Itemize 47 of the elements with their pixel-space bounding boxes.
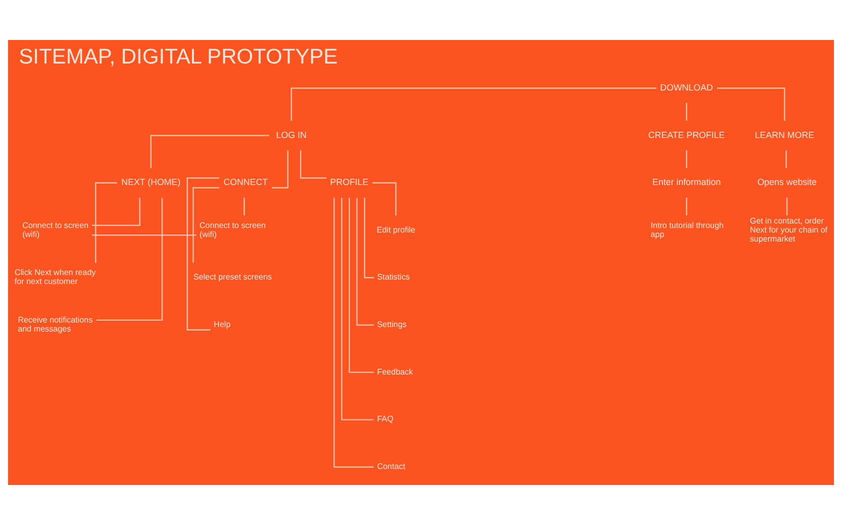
node-text: Settings xyxy=(377,320,407,329)
connector xyxy=(686,150,688,168)
node-text: FAQ xyxy=(377,414,394,424)
node-text: PROFILE xyxy=(330,176,369,187)
connector xyxy=(290,87,656,120)
node-text: Intro tutorial through app xyxy=(650,220,724,238)
node-text: LOG IN xyxy=(276,129,307,140)
connector xyxy=(348,197,374,372)
connector xyxy=(341,197,374,420)
node-text: Statistics xyxy=(377,272,410,282)
connector xyxy=(95,182,118,262)
connector xyxy=(192,186,220,262)
connector xyxy=(300,150,326,178)
connector xyxy=(372,182,396,216)
node-text: NEXT (HOME) xyxy=(121,176,181,187)
connector xyxy=(717,87,786,120)
connector xyxy=(96,197,163,320)
connector xyxy=(186,176,220,330)
node-text: Connect to screen (wifi) xyxy=(22,220,89,238)
connector xyxy=(244,197,245,215)
connector xyxy=(786,197,788,215)
diagram-title: SITEMAP, DIGITAL PROTOTYPE xyxy=(18,45,338,68)
node-text: Click Next when ready for next customer xyxy=(14,268,96,286)
connector xyxy=(272,150,288,188)
node-text: CONNECT xyxy=(223,176,268,187)
connector xyxy=(786,150,787,168)
node-text: Feedback xyxy=(377,366,413,376)
node-text: LEARN MORE xyxy=(754,129,814,140)
node-text: Enter information xyxy=(652,176,721,187)
node-text: DOWNLOAD xyxy=(660,82,713,92)
node-text: Get in contact, order Next for your chain of supermarket xyxy=(750,216,828,243)
node-text: CREATE PROFILE xyxy=(648,129,725,140)
node-text: Select preset screens xyxy=(193,272,272,282)
connector xyxy=(364,197,374,278)
connector xyxy=(92,197,140,226)
node-text: Help xyxy=(214,320,231,329)
connector xyxy=(686,102,688,120)
node-text: Contact xyxy=(377,462,406,471)
connector xyxy=(356,197,374,326)
node-text: Connect to screen (wifi) xyxy=(200,220,266,238)
node-text: Edit profile xyxy=(376,224,416,234)
node-text: Opens website xyxy=(757,176,817,187)
connector xyxy=(92,234,196,236)
node-text: Receive notifications and messages xyxy=(18,315,93,333)
connector xyxy=(150,134,270,168)
connector xyxy=(686,197,688,215)
connector xyxy=(334,197,374,468)
